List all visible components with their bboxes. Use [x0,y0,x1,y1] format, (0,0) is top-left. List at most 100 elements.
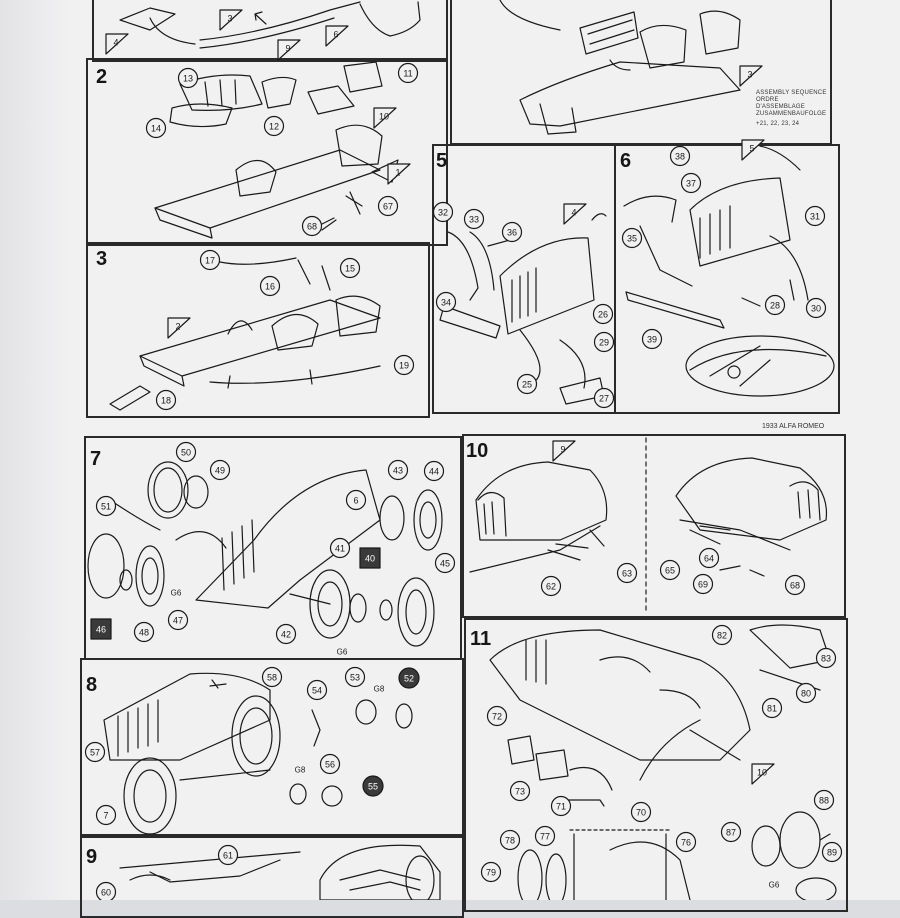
part-number: G6 [171,589,182,598]
sequence-line: ORDRE D'ASSEMBLAGE [756,97,805,110]
part-callout: 26 [592,303,614,325]
part-number: 18 [161,396,171,406]
part-callout: 58 [261,666,283,688]
part-number: 55 [368,782,378,792]
part-number: G8 [374,685,385,694]
part-number: 14 [151,124,161,134]
part-number: 78 [505,836,515,846]
chassis-detail-drawing [119,811,837,900]
grille-and-axle-drawing [623,145,835,397]
part-callout: 25 [516,373,538,395]
part-callout: 80 [795,682,817,704]
part-callout: 54 [306,679,328,701]
panel-step-1 [92,0,448,62]
part-callout: 42 [275,623,297,645]
part-number: 38 [675,152,685,162]
part-number: 4 [113,38,118,48]
step-number: 5 [436,150,448,172]
part-callout: 30 [805,297,827,319]
part-number: 45 [440,559,450,569]
part-number: G6 [769,881,780,890]
part-callout: 3 [739,65,763,87]
part-callout: 82 [711,624,733,646]
floor-and-chassis-drawing [109,257,381,411]
part-callout: 34 [435,291,457,313]
part-callout: 50 [175,441,197,463]
part-number: 1 [395,168,400,178]
part-callout: 27 [593,387,615,409]
part-number: 42 [281,630,291,640]
part-number: 36 [507,228,517,238]
part-callout: 52 [398,667,420,689]
part-number: 37 [686,179,696,189]
step-number: 3 [96,248,108,270]
part-number: 43 [393,466,403,476]
part-number: 6 [333,30,338,40]
step-number: 8 [86,674,98,696]
part-callout: 15 [339,257,361,279]
part-number: 53 [350,673,360,683]
part-callout: 81 [761,697,783,719]
part-number: 69 [698,580,708,590]
part-callout: 47 [167,609,189,631]
part-number: 60 [101,888,111,898]
part-number: 19 [399,361,409,371]
part-callout: 29 [593,331,615,353]
part-callout: 69 [692,573,714,595]
part-callout: 53 [344,666,366,688]
part-callout: 88 [813,789,835,811]
assembly-sequence-note: ASSEMBLY SEQUENCE ORDRE D'ASSEMBLAGE ZUS… [756,90,828,128]
rear-body-and-exhaust-drawing [489,624,831,807]
part-callout: 70 [630,801,652,823]
part-callout: 11 [397,62,419,84]
part-number: 67 [383,202,393,212]
part-callout: G8 [295,766,306,775]
part-callout: 6 [325,25,349,47]
part-callout: 62 [540,575,562,597]
part-callout: 89 [821,841,843,863]
part-number: 88 [819,796,829,806]
part-callout: 68 [784,574,806,596]
part-number: 49 [215,466,225,476]
part-callout: 71 [550,795,572,817]
step-number: 7 [90,448,102,470]
part-callout: 4 [105,33,129,55]
part-number: 65 [665,566,675,576]
part-number: 58 [267,673,277,683]
part-number: 61 [223,851,233,861]
part-number: 34 [441,298,451,308]
part-callout: G6 [337,648,348,657]
part-number: 83 [821,654,831,664]
part-callout: 12 [263,115,285,137]
step-number: 6 [620,150,632,172]
part-number: 17 [205,256,215,266]
part-callout: 16 [259,275,281,297]
sequence-line: ASSEMBLY SEQUENCE [756,90,827,96]
part-number: 47 [173,616,183,626]
part-callout: 51 [95,495,117,517]
part-number: 41 [335,544,345,554]
part-number: 81 [767,704,777,714]
part-callout: 44 [423,460,445,482]
part-number: 48 [139,628,149,638]
part-callout: 13 [177,67,199,89]
part-number: 30 [811,304,821,314]
part-number: 71 [556,802,566,812]
part-callout: G8 [374,685,385,694]
part-callout: 18 [155,389,177,411]
step-number: 2 [96,66,108,88]
part-callout: 76 [675,831,697,853]
part-callout: 46 [90,618,112,640]
part-number: 7 [103,811,108,821]
part-callout: 10 [373,107,397,129]
part-callout: 73 [509,780,531,802]
part-callout: 28 [764,294,786,316]
panel-step-10 [462,434,846,618]
step-number: 11 [470,628,492,650]
page-shadow [0,0,70,900]
part-callout: G6 [171,589,182,598]
part-callout: 19 [393,354,415,376]
part-callout: 33 [463,208,485,230]
part-number: G6 [337,648,348,657]
